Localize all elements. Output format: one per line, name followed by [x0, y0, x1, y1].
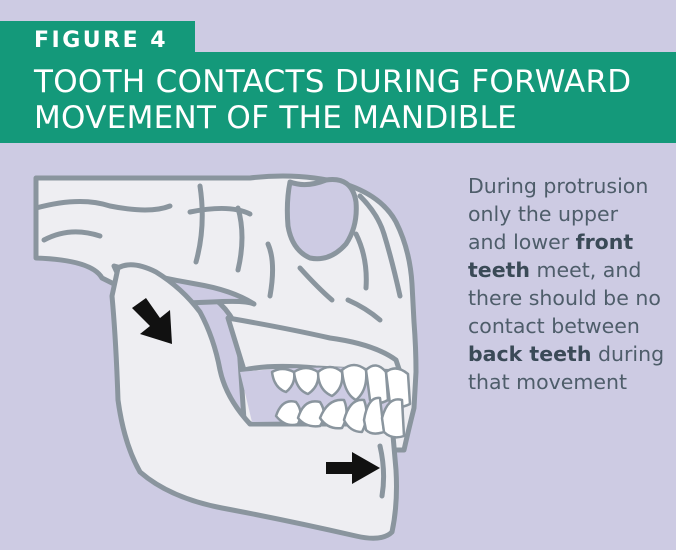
caption-line-5: there should be no	[468, 284, 668, 312]
caption-emphasis: front	[576, 230, 634, 254]
caption-line-3: and lower front	[468, 228, 668, 256]
caption-text: meet, and	[530, 258, 641, 282]
caption-line-1: During protrusion	[468, 172, 668, 200]
caption-line-6: contact between	[468, 312, 668, 340]
caption: During protrusion only the upper and low…	[468, 172, 668, 396]
caption-line-2: only the upper	[468, 200, 668, 228]
caption-line-4: teeth meet, and	[468, 256, 668, 284]
caption-line-7: back teeth during	[468, 340, 668, 368]
caption-text: and lower	[468, 230, 576, 254]
caption-line-8: that movement	[468, 368, 668, 396]
skull-drawing	[36, 176, 416, 538]
caption-emphasis: back teeth	[468, 342, 591, 366]
eye-socket	[287, 179, 356, 258]
caption-emphasis: teeth	[468, 258, 530, 282]
caption-text: during	[591, 342, 664, 366]
